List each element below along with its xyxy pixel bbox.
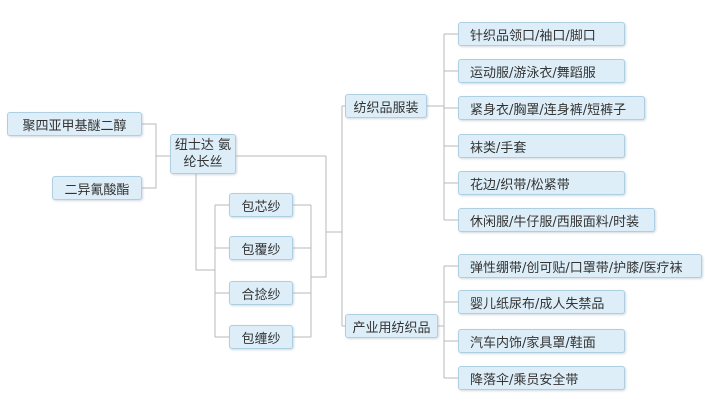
node-textile-item[interactable]: 针织品领口/袖口/脚口 (458, 22, 625, 46)
node-category-industrial-textiles[interactable]: 产业用纺织品 (345, 314, 438, 338)
connector-product-to-yarns (195, 171, 215, 271)
node-industrial-item[interactable]: 降落伞/乘员安全带 (458, 366, 625, 390)
node-industrial-item[interactable]: 汽车内饰/家具罩/鞋面 (458, 329, 625, 353)
connector-input-2 (142, 156, 157, 189)
node-industrial-item[interactable]: 弹性绷带/创可贴/口罩带/护膝/医疗袜 (458, 254, 702, 278)
node-textile-item[interactable]: 紧身衣/胸罩/连身裤/短裤子 (458, 96, 645, 120)
connector-input-1 (142, 123, 170, 157)
node-textile-item[interactable]: 花边/织带/松紧带 (458, 171, 625, 195)
node-input-diisocyanate[interactable]: 二异氰酸酯 (52, 176, 142, 200)
node-industrial-item[interactable]: 婴儿纸尿布/成人失禁品 (458, 290, 625, 314)
node-yarn-covered[interactable]: 包覆纱 (229, 236, 293, 260)
node-textile-item[interactable]: 袜类/手套 (458, 134, 625, 158)
node-product-spandex[interactable]: 纽士达 氨纶长丝 (170, 134, 236, 174)
node-yarn-wrapped[interactable]: 包缠纱 (229, 325, 293, 349)
connector-yarn-out-to-hub (311, 156, 327, 278)
node-yarn-twisted[interactable]: 合捻纱 (229, 281, 293, 305)
node-textile-item[interactable]: 休闲服/牛仔服/西服面料/时装 (458, 208, 655, 232)
node-input-ptmeg[interactable]: 聚四亚甲基醚二醇 (7, 112, 142, 136)
node-textile-item[interactable]: 运动服/游泳衣/舞蹈服 (458, 59, 625, 83)
node-category-textile-apparel[interactable]: 纺织品服装 (345, 94, 427, 118)
node-yarn-core-spun[interactable]: 包芯纱 (229, 193, 293, 217)
